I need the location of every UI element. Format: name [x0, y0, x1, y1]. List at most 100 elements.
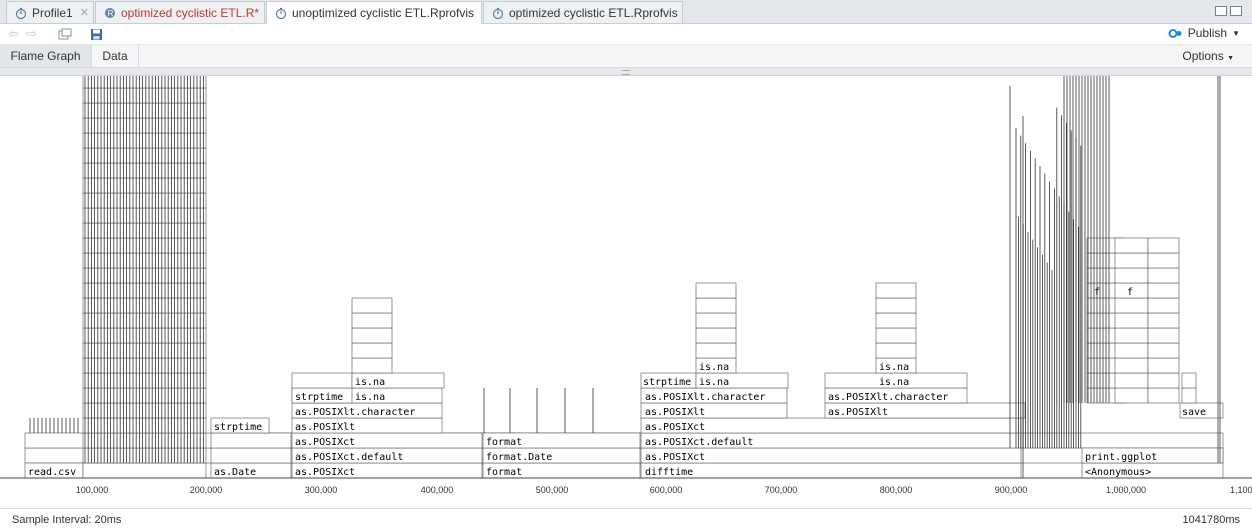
save-button[interactable] [90, 26, 103, 42]
splitter-grip-icon [622, 70, 630, 75]
close-tab-icon[interactable]: ✕ [481, 7, 482, 20]
frame-label-as-posixlt-2: as.POSIXlt [645, 407, 705, 418]
flame-frame[interactable] [1114, 327, 1149, 344]
frame-label-is-na-3: is.na [699, 377, 729, 388]
flame-frame[interactable] [1114, 267, 1149, 284]
tab-unoptimized-etl-rprofvis[interactable]: unoptimized cyclistic ETL.Rprofvis ✕ [266, 1, 482, 24]
close-tab-icon[interactable]: ✕ [79, 7, 89, 19]
flame-frame[interactable] [695, 297, 737, 314]
flame-graph[interactable]: read.csv as.Date strptime as.POSIXct as.… [0, 72, 1252, 508]
flame-frame[interactable] [351, 357, 393, 374]
frame-label-as-posixct-3: as.POSIXct [645, 452, 705, 463]
flame-frame[interactable] [482, 432, 641, 449]
minimize-pane-icon[interactable] [1215, 6, 1227, 16]
flame-frame[interactable] [351, 372, 445, 389]
x-tick-label: 100,000 [76, 485, 109, 495]
flame-frame[interactable] [351, 327, 393, 344]
flame-frame[interactable] [1147, 297, 1180, 314]
flame-frame[interactable] [695, 282, 737, 299]
flame-frame[interactable] [1147, 372, 1180, 389]
flame-frame[interactable] [1114, 357, 1149, 374]
forward-button[interactable]: ⇨ [26, 26, 37, 42]
flame-frame[interactable] [1147, 342, 1180, 359]
flame-frame[interactable] [1114, 252, 1149, 269]
frame-label-anonymous: <Anonymous> [1085, 467, 1151, 478]
flame-frame[interactable] [1114, 237, 1149, 254]
flame-frame[interactable] [351, 342, 393, 359]
chevron-down-icon: ▼ [1232, 28, 1240, 38]
flame-frame[interactable] [1114, 342, 1149, 359]
frame-label-print-ggplot: print.ggplot [1085, 452, 1157, 463]
flame-frame[interactable] [875, 297, 917, 314]
total-time: 1041780ms [1182, 513, 1241, 526]
maximize-pane-icon[interactable] [1230, 6, 1242, 16]
profile-stopwatch-icon [275, 7, 287, 19]
frame-label-as-posixct-default-2: as.POSIXct.default [645, 437, 753, 448]
flame-frame[interactable] [1114, 312, 1149, 329]
editor-toolbar: ⇦ ⇨ Publish ▼ [0, 24, 1252, 45]
tab-optimized-etl-r[interactable]: R optimized cyclistic ETL.R* ✕ [95, 1, 265, 23]
flame-frame[interactable] [1114, 297, 1149, 314]
flame-frame[interactable] [210, 447, 292, 464]
x-tick-label: 900,000 [995, 485, 1028, 495]
flame-frame[interactable] [875, 327, 917, 344]
frame-label-is-na-4: is.na [699, 362, 729, 373]
flame-frame[interactable] [1114, 372, 1149, 389]
frame-label-as-posixlt-character-3: as.POSIXlt.character [828, 392, 948, 403]
flame-frame[interactable] [875, 342, 917, 359]
flame-frame[interactable] [1147, 237, 1180, 254]
flame-frame[interactable] [1147, 252, 1180, 269]
flame-frame[interactable] [351, 297, 393, 314]
x-tick-label: 600,000 [650, 485, 683, 495]
flame-frame[interactable] [1147, 282, 1180, 299]
tab-flame-graph[interactable]: Flame Graph [0, 45, 92, 67]
flame-frame[interactable] [1147, 327, 1180, 344]
chevron-down-icon: ▼ [1227, 55, 1234, 62]
flame-frame[interactable] [1147, 267, 1180, 284]
flame-frame[interactable] [1114, 387, 1149, 404]
flame-frame[interactable] [875, 282, 917, 299]
frame-label-save: save [1182, 407, 1206, 418]
x-tick-label: 1,000,000 [1106, 485, 1146, 495]
flame-frame[interactable] [351, 312, 393, 329]
frame-label-as-posixlt: as.POSIXlt [295, 422, 355, 433]
flame-frame[interactable] [695, 312, 737, 329]
flame-frame[interactable] [695, 372, 789, 389]
frame-label-as-date: as.Date [214, 467, 256, 478]
options-menu[interactable]: Options ▼ [1182, 49, 1234, 63]
tab-label: unoptimized cyclistic ETL.Rprofvis [292, 6, 475, 20]
tab-data[interactable]: Data [92, 45, 139, 67]
frame-label-is-na-2: is.na [355, 377, 385, 388]
frame-label-read-csv: read.csv [28, 467, 76, 478]
flame-frame[interactable] [875, 312, 917, 329]
flame-frame[interactable] [640, 462, 1022, 479]
flame-frame[interactable] [1147, 312, 1180, 329]
publish-button[interactable]: Publish ▼ [1168, 26, 1240, 40]
profvis-view-tabs: Flame Graph Data Options ▼ [0, 45, 1252, 68]
back-button[interactable]: ⇦ [8, 26, 19, 42]
flame-frame[interactable] [1181, 372, 1197, 389]
flame-frame-strptime[interactable] [210, 417, 270, 434]
flame-frame[interactable] [695, 342, 737, 359]
frame-label-format-2: format [486, 437, 522, 448]
tab-profile1[interactable]: Profile1 ✕ [6, 1, 94, 23]
flame-frame[interactable] [1147, 387, 1180, 404]
frame-label-f: f [1094, 287, 1100, 298]
status-bar: Sample Interval: 20ms 1041780ms [0, 508, 1252, 530]
flame-frame[interactable] [210, 432, 292, 449]
flame-frame-save[interactable] [1179, 402, 1224, 419]
flame-frame-print-ggplot[interactable] [1081, 447, 1224, 464]
flame-frame[interactable] [1181, 387, 1197, 404]
frame-label-as-posixct-4: as.POSIXct [645, 422, 705, 433]
svg-text:R: R [108, 9, 114, 18]
flame-graph-canvas[interactable]: read.csv as.Date strptime as.POSIXct as.… [0, 72, 1252, 508]
pane-splitter[interactable] [0, 68, 1252, 76]
tab-optimized-etl-rprofvis[interactable]: optimized cyclistic ETL.Rprofvis ✕ [483, 1, 683, 23]
flame-frame[interactable] [695, 327, 737, 344]
flame-frame-dense[interactable] [82, 462, 207, 479]
frame-label-is-na-6: is.na [879, 362, 909, 373]
flame-frame[interactable] [1147, 357, 1180, 374]
frame-label-format-date: format.Date [486, 452, 552, 463]
open-in-window-button[interactable] [58, 26, 72, 42]
flame-frame[interactable] [291, 372, 353, 389]
